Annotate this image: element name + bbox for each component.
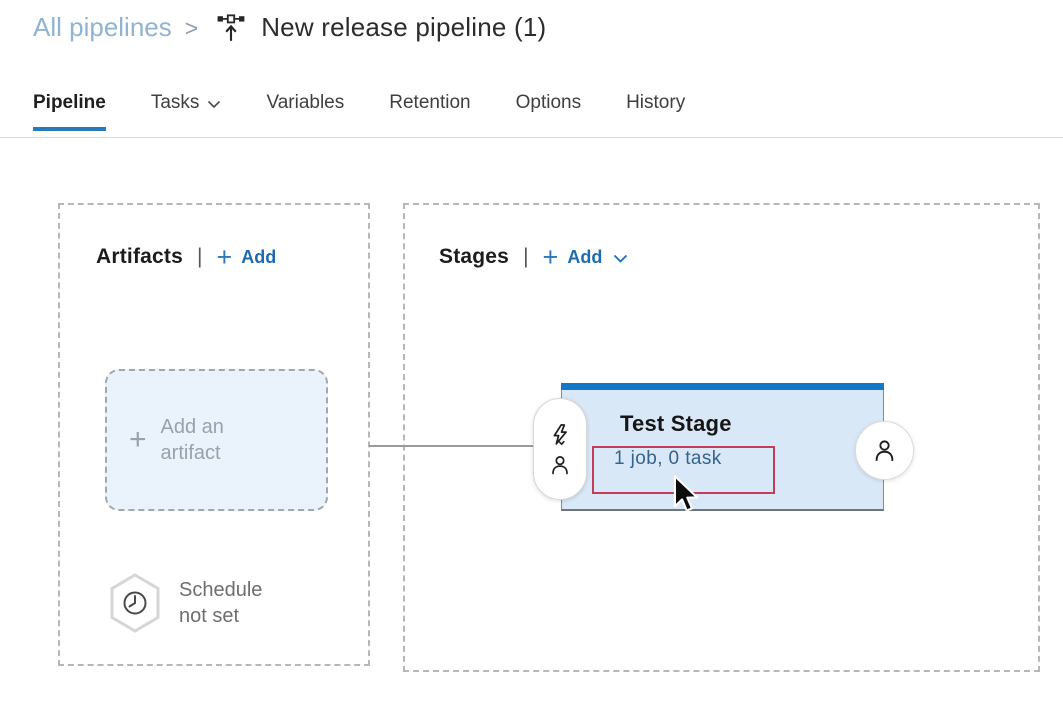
tab-options-label: Options bbox=[515, 92, 582, 113]
tab-history-label: History bbox=[626, 92, 686, 113]
tab-retention-label: Retention bbox=[389, 92, 471, 113]
tab-variables[interactable]: Variables bbox=[266, 92, 344, 131]
tab-tasks[interactable]: Tasks bbox=[151, 92, 222, 131]
breadcrumb-all-pipelines-link[interactable]: All pipelines bbox=[33, 12, 172, 42]
add-artifact-dropzone[interactable]: + Add an artifact bbox=[105, 369, 328, 511]
page-title: New release pipeline (1) bbox=[261, 12, 547, 42]
schedule-trigger-button[interactable]: Schedule not set bbox=[108, 573, 289, 633]
post-deployment-conditions-button[interactable] bbox=[855, 421, 914, 480]
lightning-icon bbox=[553, 423, 567, 445]
tab-pipeline-label: Pipeline bbox=[33, 92, 106, 113]
schedule-label: Schedule not set bbox=[179, 579, 263, 627]
tab-history[interactable]: History bbox=[626, 92, 685, 131]
tab-bar-divider bbox=[0, 137, 1063, 138]
artifacts-header-divider: | bbox=[197, 245, 203, 268]
person-icon bbox=[875, 440, 894, 462]
tab-variables-label: Variables bbox=[266, 92, 345, 113]
add-artifact-button[interactable]: + Add bbox=[216, 242, 277, 272]
release-pipeline-icon bbox=[217, 13, 245, 41]
chevron-down-icon bbox=[208, 100, 221, 109]
tab-retention[interactable]: Retention bbox=[389, 92, 470, 131]
add-artifact-button-label: Add bbox=[241, 246, 277, 267]
breadcrumb-separator: > bbox=[184, 15, 199, 41]
stage-jobs-link[interactable]: 1 job, 0 task bbox=[614, 448, 722, 469]
stage-name: Test Stage bbox=[620, 411, 732, 436]
plus-icon: + bbox=[129, 423, 147, 456]
person-icon bbox=[552, 455, 568, 474]
tab-pipeline[interactable]: Pipeline bbox=[33, 92, 106, 131]
tab-bar: Pipeline Tasks Variables Retention Optio… bbox=[33, 92, 685, 131]
artifacts-title: Artifacts bbox=[96, 245, 183, 268]
artifact-stage-connector-line bbox=[369, 445, 536, 447]
add-artifact-dropzone-label: Add an artifact bbox=[160, 416, 224, 464]
tab-options[interactable]: Options bbox=[516, 92, 581, 131]
stages-header-divider: | bbox=[523, 245, 529, 268]
add-stage-button[interactable]: + Add bbox=[542, 242, 629, 272]
pre-deployment-conditions-button[interactable] bbox=[533, 398, 587, 500]
stage-card-body: Test Stage 1 job, 0 task bbox=[561, 390, 884, 511]
stage-card-accent-bar bbox=[561, 383, 884, 390]
artifacts-panel: Artifacts | + Add + Add an artifact Sche… bbox=[58, 203, 370, 666]
tab-tasks-label: Tasks bbox=[150, 92, 200, 113]
artifacts-header: Artifacts | + Add bbox=[96, 242, 277, 272]
plus-icon: + bbox=[216, 242, 233, 272]
hexagon-clock-icon bbox=[110, 573, 160, 633]
chevron-down-icon bbox=[614, 254, 628, 263]
stages-header: Stages | + Add bbox=[439, 242, 629, 272]
stage-card[interactable]: Test Stage 1 job, 0 task bbox=[561, 383, 884, 511]
breadcrumb: All pipelines > New release pipeline (1) bbox=[33, 12, 546, 43]
stages-title: Stages bbox=[439, 245, 510, 268]
add-stage-button-label: Add bbox=[567, 246, 603, 267]
plus-icon: + bbox=[542, 242, 559, 272]
